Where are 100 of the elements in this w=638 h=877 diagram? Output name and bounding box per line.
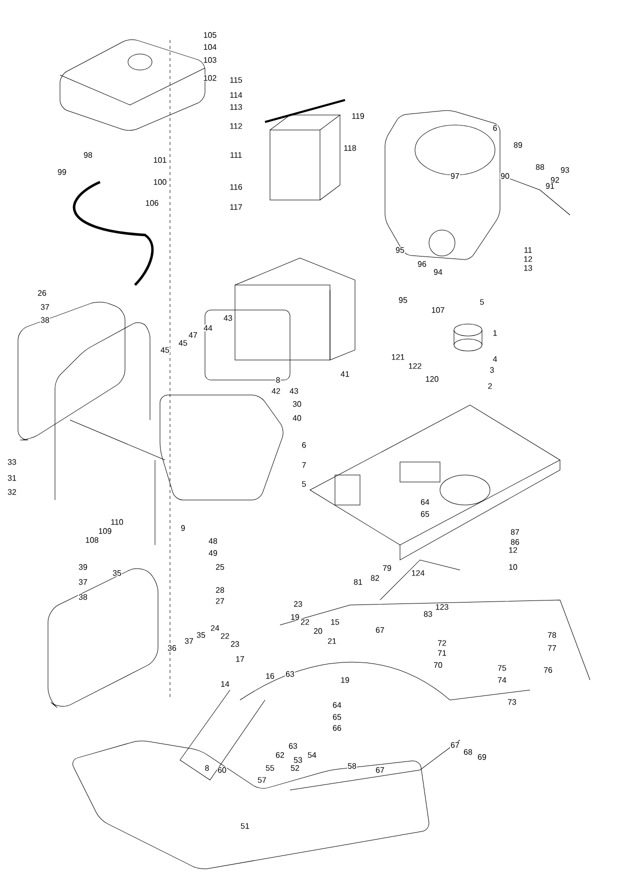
- callout-number: 95: [395, 246, 405, 254]
- callout-number: 87: [510, 528, 520, 536]
- callout-number: 92: [550, 176, 560, 184]
- callout-number: 98: [83, 152, 93, 158]
- callout-number: 15: [330, 618, 340, 626]
- callout-number: 82: [370, 574, 380, 582]
- callout-number: 68: [463, 748, 473, 756]
- callout-number: 103: [202, 56, 218, 64]
- callout-number: 94: [433, 268, 443, 276]
- callout-number: 89: [513, 142, 523, 148]
- callout-number: 90: [500, 172, 510, 180]
- callout-number: 110: [110, 518, 124, 526]
- callout-number: 83: [423, 610, 433, 618]
- callout-number: 117: [229, 204, 243, 210]
- callout-number: 114: [229, 92, 243, 98]
- callout-number: 106: [144, 200, 160, 206]
- callout-number: 30: [292, 400, 302, 408]
- callout-number: 73: [507, 698, 517, 706]
- callout-number: 20: [313, 628, 323, 634]
- callout-number: 28: [215, 586, 225, 594]
- callout-number: 119: [351, 112, 365, 120]
- callout-number: 19: [340, 676, 350, 684]
- callout-number: 25: [215, 564, 225, 570]
- callout-number: 21: [327, 638, 337, 644]
- callout-number: 63: [285, 670, 295, 678]
- callout-number: 112: [229, 122, 243, 130]
- callout-number: 67: [375, 626, 385, 634]
- callout-number: 58: [347, 762, 357, 770]
- callout-number: 5: [479, 298, 485, 306]
- callout-number: 116: [229, 184, 243, 190]
- callout-number: 9: [180, 524, 186, 532]
- callout-number: 37: [184, 638, 194, 644]
- callout-number: 57: [257, 776, 267, 784]
- callout-number: 54: [307, 752, 317, 758]
- callout-number: 53: [293, 756, 303, 764]
- callout-number: 27: [215, 598, 225, 604]
- callout-number: 43: [289, 388, 299, 394]
- callout-number: 60: [217, 766, 227, 774]
- callout-number: 11: [523, 246, 533, 254]
- callout-number: 77: [547, 644, 557, 652]
- callout-number: 96: [417, 260, 427, 268]
- callout-number: 38: [78, 594, 88, 600]
- callout-number: 69: [477, 754, 487, 760]
- callout-number: 35: [112, 570, 122, 576]
- callout-number: 66: [332, 724, 342, 732]
- callout-number: 113: [229, 104, 243, 110]
- callout-number: 120: [424, 376, 440, 382]
- callout-number: 45: [160, 346, 170, 354]
- callout-number: 8: [275, 376, 281, 384]
- callout-number: 38: [40, 316, 50, 324]
- callout-number: 10: [508, 564, 518, 570]
- callout-number: 13: [523, 264, 533, 272]
- callout-number: 62: [275, 752, 285, 758]
- callout-number: 33: [7, 458, 17, 466]
- callout-number: 45: [178, 340, 188, 346]
- callout-number: 6: [301, 442, 307, 448]
- callout-number: 108: [84, 536, 100, 544]
- callout-number: 88: [535, 164, 545, 170]
- callout-number: 17: [235, 656, 245, 662]
- callout-number: 105: [202, 32, 218, 38]
- callout-number: 4: [492, 356, 498, 362]
- callout-number: 7: [301, 462, 307, 468]
- callout-number: 111: [229, 152, 243, 158]
- callout-number: 122: [408, 362, 422, 370]
- callout-number: 97: [450, 172, 460, 180]
- callout-number: 42: [271, 388, 281, 394]
- callout-number: 6: [492, 124, 498, 132]
- callout-number: 124: [410, 570, 426, 576]
- callout-number: 100: [152, 178, 168, 186]
- callout-number: 65: [332, 714, 342, 720]
- callout-number: 51: [240, 822, 250, 830]
- callout-number: 49: [208, 550, 218, 556]
- callout-number: 52: [290, 764, 300, 772]
- callout-number: 64: [420, 498, 430, 506]
- callout-number: 47: [188, 332, 198, 338]
- callout-number: 123: [434, 604, 450, 610]
- callout-number: 22: [220, 632, 230, 640]
- callout-number: 44: [203, 324, 213, 332]
- callout-number: 12: [523, 256, 533, 262]
- callout-number: 115: [229, 76, 243, 84]
- callout-number: 78: [547, 632, 557, 638]
- callout-number: 19: [290, 614, 300, 620]
- callout-number: 93: [560, 166, 570, 174]
- callout-number: 12: [508, 546, 518, 554]
- callout-number: 109: [98, 528, 112, 534]
- callout-number: 70: [433, 662, 443, 668]
- callout-number: 104: [202, 44, 218, 50]
- callout-number: 55: [265, 764, 275, 772]
- callout-number: 102: [202, 74, 218, 82]
- callout-number: 39: [78, 564, 88, 570]
- callout-number: 86: [510, 538, 520, 546]
- callout-number: 5: [301, 480, 307, 488]
- callout-number: 14: [220, 680, 230, 688]
- callout-number: 91: [545, 182, 555, 190]
- callout-number: 79: [382, 564, 392, 572]
- callout-number: 23: [293, 600, 303, 608]
- callout-number: 76: [543, 666, 553, 674]
- callout-number: 75: [497, 664, 507, 672]
- callout-number: 22: [300, 618, 310, 626]
- callout-number: 107: [430, 306, 446, 314]
